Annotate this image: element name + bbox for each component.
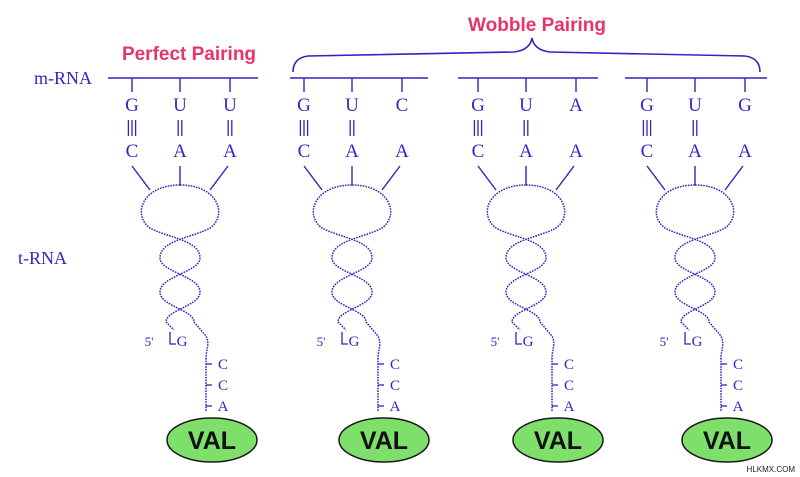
- codon-base: G: [125, 95, 139, 116]
- wobble-pairing-title: Wobble Pairing: [468, 15, 606, 36]
- codon-base: G: [471, 95, 485, 116]
- tail-base: C: [218, 378, 228, 394]
- codon-base: A: [569, 95, 583, 116]
- trna-units: GCUAUA5'GCCAVALGCUACA5'GCCAVALGCUAAA5'GC…: [108, 77, 773, 463]
- trna-strand-3prime: [655, 184, 724, 359]
- anticodon-base: A: [688, 141, 702, 162]
- tail-base: A: [564, 399, 575, 415]
- codon-base: G: [738, 95, 752, 116]
- anticodon-base: A: [738, 141, 752, 162]
- anticodon-base: C: [472, 141, 485, 162]
- five-prime-bracket: [341, 332, 348, 345]
- tail-base: C: [218, 357, 228, 373]
- five-prime-label: 5': [491, 334, 500, 349]
- base-pair-bond: [299, 120, 309, 136]
- amino-acid-label: VAL: [188, 427, 236, 455]
- amino-acid-val: [681, 417, 773, 463]
- mrna-label: m-RNA: [34, 68, 92, 88]
- five-prime-bracket: [684, 332, 691, 345]
- anticodon-base: C: [126, 141, 139, 162]
- anticodon-base: A: [519, 141, 533, 162]
- trna-strand-5prime: [159, 184, 220, 331]
- tail-base: C: [390, 378, 400, 394]
- base-pair-bond: [227, 120, 233, 136]
- anticodon-base: A: [395, 141, 409, 162]
- tail-base: C: [564, 357, 574, 373]
- tail-base: C: [733, 378, 743, 394]
- five-prime-label: 5': [145, 334, 154, 349]
- anticodon-spoke: [724, 165, 744, 191]
- trna-strand-3prime: [486, 184, 555, 359]
- tail-base: A: [218, 399, 229, 415]
- anticodon-base: A: [569, 141, 583, 162]
- anticodon-base: C: [641, 141, 654, 162]
- g-base: G: [349, 334, 360, 350]
- trna-strand-5prime: [331, 184, 392, 331]
- trna-strand-5prime: [505, 184, 566, 331]
- anticodon-base: C: [298, 141, 311, 162]
- g-base: G: [692, 334, 703, 350]
- anticodon-spoke: [131, 165, 151, 191]
- amino-acid-val: [338, 417, 430, 463]
- anticodon-base: A: [223, 141, 237, 162]
- trna-strand-3prime: [140, 184, 209, 359]
- codon-base: G: [297, 95, 311, 116]
- wobble-brace: [292, 37, 761, 73]
- amino-acid-label: VAL: [360, 427, 408, 455]
- watermark: HLKMX.COM: [747, 465, 796, 474]
- tail-base: C: [733, 357, 743, 373]
- codon-base: U: [173, 95, 187, 116]
- anticodon-spoke: [381, 165, 401, 191]
- codon-base: U: [223, 95, 237, 116]
- tail-base: C: [564, 378, 574, 394]
- amino-acid-label: VAL: [534, 427, 582, 455]
- tail-base: A: [733, 399, 744, 415]
- trna-strand-3prime: [312, 184, 381, 359]
- anticodon-base: A: [173, 141, 187, 162]
- tail-base: C: [390, 357, 400, 373]
- base-pair-bond: [692, 120, 698, 136]
- amino-acid-val: [512, 417, 604, 463]
- five-prime-bracket: [515, 332, 522, 345]
- codon-base: U: [345, 95, 359, 116]
- anticodon-spoke: [209, 165, 229, 191]
- anticodon-spoke: [477, 165, 497, 191]
- five-prime-bracket: [169, 332, 176, 345]
- base-pair-bond: [473, 120, 483, 136]
- tail-base: A: [390, 399, 401, 415]
- anticodon-base: A: [345, 141, 359, 162]
- anticodon-spoke: [555, 165, 575, 191]
- base-pair-bond: [349, 120, 355, 136]
- codon-base: G: [640, 95, 654, 116]
- base-pair-bond: [642, 120, 652, 136]
- base-pair-bond: [177, 120, 183, 136]
- g-base: G: [523, 334, 534, 350]
- trna-label: t-RNA: [18, 248, 67, 268]
- trna-strand-5prime: [674, 184, 735, 331]
- base-pair-bond: [523, 120, 529, 136]
- g-base: G: [177, 334, 188, 350]
- amino-acid-val: [166, 417, 258, 463]
- codon-base: C: [396, 95, 409, 116]
- five-prime-label: 5': [317, 334, 326, 349]
- amino-acid-label: VAL: [703, 427, 751, 455]
- codon-base: U: [519, 95, 533, 116]
- anticodon-spoke: [646, 165, 666, 191]
- five-prime-label: 5': [660, 334, 669, 349]
- perfect-pairing-title: Perfect Pairing: [122, 44, 256, 65]
- anticodon-spoke: [303, 165, 323, 191]
- codon-base: U: [688, 95, 702, 116]
- base-pair-bond: [127, 120, 137, 136]
